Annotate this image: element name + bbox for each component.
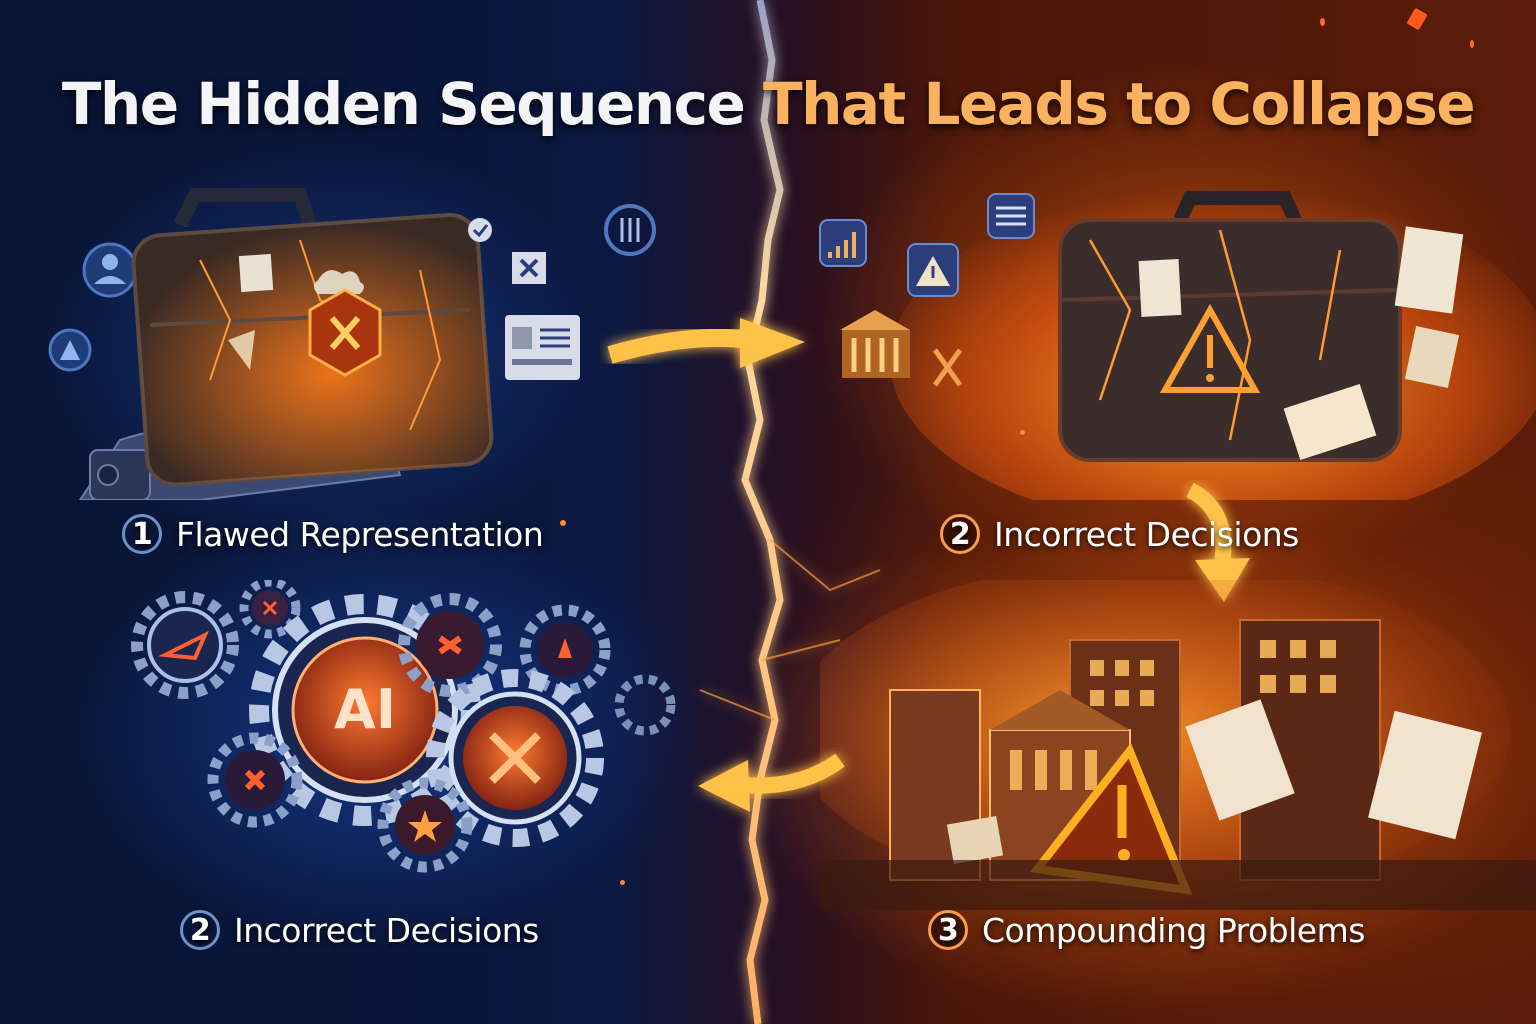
ai-gears-illustration: AI bbox=[131, 580, 676, 873]
ember bbox=[1320, 18, 1325, 26]
check-icon bbox=[468, 218, 492, 242]
settings-sliders-icon bbox=[604, 204, 656, 256]
arrow-right-icon bbox=[607, 318, 805, 368]
x-box-icon bbox=[512, 252, 546, 284]
rubble bbox=[820, 860, 1536, 910]
ai-gear-label: AI bbox=[334, 678, 396, 741]
ember bbox=[620, 880, 625, 885]
flawed-representation-illustration bbox=[48, 188, 656, 500]
gear-ai-icon: AI bbox=[249, 594, 481, 826]
step-number-badge: 3 bbox=[928, 910, 968, 950]
warning-bubble-icon bbox=[907, 243, 959, 297]
step-label-text: Flawed Representation bbox=[176, 514, 544, 554]
ember bbox=[1020, 430, 1025, 435]
message-bubble-icon bbox=[987, 193, 1035, 239]
bar-chart-bubble-icon bbox=[819, 219, 867, 267]
warning-triangle-icon bbox=[1159, 303, 1261, 393]
step-label-text: Incorrect Decisions bbox=[994, 514, 1299, 554]
ember bbox=[1470, 40, 1474, 48]
step-label-text: Compounding Problems bbox=[982, 910, 1365, 950]
gear-x-icon bbox=[426, 669, 604, 847]
gear-arrow-icon bbox=[519, 604, 611, 696]
title-part-white: The Hidden Sequence bbox=[61, 70, 746, 138]
incorrect-decisions-fire-illustration bbox=[819, 190, 1536, 500]
gear-cross-icon bbox=[207, 732, 303, 828]
step-label-flawed-representation: 1 Flawed Representation bbox=[122, 514, 544, 554]
cracked-briefcase-icon bbox=[131, 188, 494, 487]
step-label-compounding-problems: 3 Compounding Problems bbox=[928, 910, 1365, 950]
gear-plain-icon bbox=[614, 674, 676, 736]
ember bbox=[560, 520, 566, 526]
papers-icon bbox=[946, 699, 1482, 865]
page-title: The Hidden Sequence That Leads to Collap… bbox=[0, 70, 1536, 138]
step-label-incorrect-decisions-top: 2 Incorrect Decisions bbox=[940, 514, 1299, 554]
step-label-text: Incorrect Decisions bbox=[234, 910, 539, 950]
x-mark-icon bbox=[932, 348, 963, 387]
gear-x-top-icon bbox=[398, 593, 502, 697]
user-icon bbox=[82, 242, 138, 298]
compounding-problems-city-illustration bbox=[820, 580, 1536, 910]
step-number-badge: 2 bbox=[180, 910, 220, 950]
user-icon-secondary bbox=[48, 328, 92, 372]
gear-star-icon bbox=[377, 777, 473, 873]
step-number-badge: 1 bbox=[122, 514, 162, 554]
title-part-orange: That Leads to Collapse bbox=[763, 70, 1476, 138]
step-number-badge: 2 bbox=[940, 514, 980, 554]
gear-small-icon bbox=[239, 580, 301, 639]
bank-icon bbox=[840, 310, 910, 378]
gear-triangle-icon bbox=[131, 591, 239, 699]
step-label-incorrect-decisions-bottom: 2 Incorrect Decisions bbox=[180, 910, 539, 950]
arrow-left-icon bbox=[698, 753, 845, 812]
flying-papers-icon bbox=[1283, 226, 1464, 461]
document-card-icon bbox=[505, 315, 580, 380]
